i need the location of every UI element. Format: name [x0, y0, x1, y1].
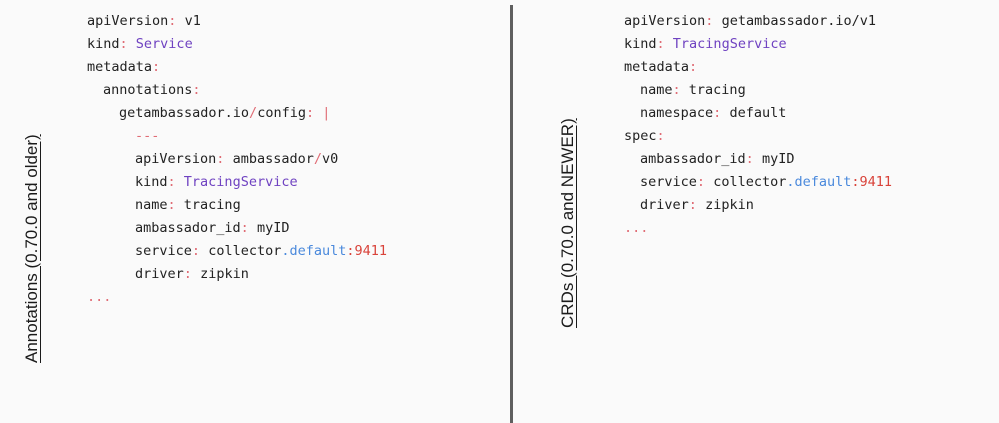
- yaml-value: tracing: [183, 197, 241, 213]
- yaml-colon: :: [240, 220, 249, 236]
- code-line: ...: [624, 217, 892, 240]
- yaml-slash: /: [249, 105, 258, 121]
- yaml-key: driver: [640, 197, 689, 213]
- code-line: service: collector.default:9411: [87, 240, 387, 263]
- yaml-value: getambassador.io/v1: [721, 13, 876, 29]
- yaml-colon: :: [705, 13, 714, 29]
- code-line: ambassador_id: myID: [87, 217, 387, 240]
- code-line: metadata:: [87, 56, 387, 79]
- yaml-colon: :: [713, 105, 722, 121]
- yaml-key: service: [640, 174, 697, 190]
- yaml-colon: :: [689, 59, 698, 75]
- yaml-value: collector: [713, 174, 787, 190]
- crds-side-label: CRDs (0.70.0 and NEWER): [558, 118, 577, 328]
- yaml-port: :9411: [851, 174, 893, 190]
- yaml-value: v1: [184, 13, 201, 29]
- yaml-kind-value: TracingService: [183, 174, 298, 190]
- code-line: apiVersion: getambassador.io/v1: [624, 10, 892, 33]
- yaml-colon: :: [656, 128, 665, 144]
- code-line: driver: zipkin: [624, 194, 892, 217]
- yaml-key: ambassador_id: [135, 220, 241, 236]
- yaml-colon: :: [696, 174, 706, 190]
- yaml-key: ambassador_id: [640, 151, 746, 167]
- yaml-key: annotations: [103, 82, 193, 98]
- yaml-document-separator: ---: [135, 128, 160, 144]
- yaml-port: :9411: [346, 243, 388, 259]
- yaml-slash: /: [313, 151, 322, 167]
- yaml-colon: :: [305, 105, 315, 121]
- yaml-key: namespace: [640, 105, 714, 121]
- yaml-key: apiVersion: [624, 13, 706, 29]
- yaml-value: v0: [321, 151, 339, 167]
- yaml-value: tracing: [688, 82, 746, 98]
- code-line: metadata:: [624, 56, 892, 79]
- yaml-key: metadata: [87, 59, 153, 75]
- yaml-key: config: [257, 105, 306, 121]
- yaml-colon: :: [216, 151, 225, 167]
- code-line: spec:: [624, 125, 892, 148]
- code-line: ...: [87, 286, 387, 309]
- yaml-kind-value: TracingService: [672, 36, 787, 52]
- yaml-colon: :: [191, 243, 201, 259]
- ellipsis: ...: [624, 220, 649, 236]
- yaml-key: kind: [87, 36, 120, 52]
- yaml-key: metadata: [624, 59, 690, 75]
- yaml-value: zipkin: [200, 266, 249, 282]
- yaml-key: kind: [624, 36, 657, 52]
- yaml-value: default: [729, 105, 787, 121]
- yaml-pipe: |: [322, 105, 331, 121]
- yaml-value: myID: [256, 220, 290, 236]
- panel-divider: [510, 5, 513, 423]
- annotations-panel: Annotations (0.70.0 and older) apiVersio…: [22, 10, 387, 363]
- yaml-kind-value: Service: [135, 36, 193, 52]
- yaml-colon: :: [192, 82, 201, 98]
- yaml-key: service: [135, 243, 192, 259]
- yaml-colon: :: [167, 197, 176, 213]
- yaml-key: apiVersion: [87, 13, 169, 29]
- yaml-colon: :: [656, 36, 665, 52]
- code-line: ---: [87, 125, 387, 148]
- yaml-colon: :: [672, 82, 681, 98]
- code-line: apiVersion: ambassador/v0: [87, 148, 387, 171]
- code-line: driver: zipkin: [87, 263, 387, 286]
- yaml-key: apiVersion: [135, 151, 217, 167]
- code-line: kind: Service: [87, 33, 387, 56]
- yaml-colon: :: [183, 266, 192, 282]
- yaml-key: kind: [135, 174, 168, 190]
- yaml-domain-suffix: .default: [786, 174, 852, 190]
- yaml-colon: :: [119, 36, 128, 52]
- yaml-key: driver: [135, 266, 184, 282]
- yaml-value: zipkin: [705, 197, 754, 213]
- code-line: namespace: default: [624, 102, 892, 125]
- yaml-colon: :: [688, 197, 697, 213]
- yaml-value: collector: [208, 243, 282, 259]
- yaml-colon: :: [745, 151, 754, 167]
- yaml-colon: :: [152, 59, 161, 75]
- code-line: getambassador.io/config: |: [87, 102, 387, 125]
- code-line: name: tracing: [624, 79, 892, 102]
- code-line: name: tracing: [87, 194, 387, 217]
- code-line: service: collector.default:9411: [624, 171, 892, 194]
- yaml-key: spec: [624, 128, 657, 144]
- yaml-key: getambassador.io: [119, 105, 250, 121]
- yaml-key: name: [135, 197, 168, 213]
- yaml-colon: :: [168, 13, 177, 29]
- yaml-key: name: [640, 82, 673, 98]
- code-line: kind: TracingService: [87, 171, 387, 194]
- code-line: ambassador_id: myID: [624, 148, 892, 171]
- yaml-value: myID: [761, 151, 795, 167]
- code-line: apiVersion: v1: [87, 10, 387, 33]
- code-line: annotations:: [87, 79, 387, 102]
- annotations-side-label: Annotations (0.70.0 and older): [22, 134, 41, 363]
- code-line: kind: TracingService: [624, 33, 892, 56]
- yaml-value: ambassador: [232, 151, 314, 167]
- yaml-colon: :: [167, 174, 176, 190]
- ellipsis: ...: [87, 289, 112, 305]
- yaml-domain-suffix: .default: [281, 243, 347, 259]
